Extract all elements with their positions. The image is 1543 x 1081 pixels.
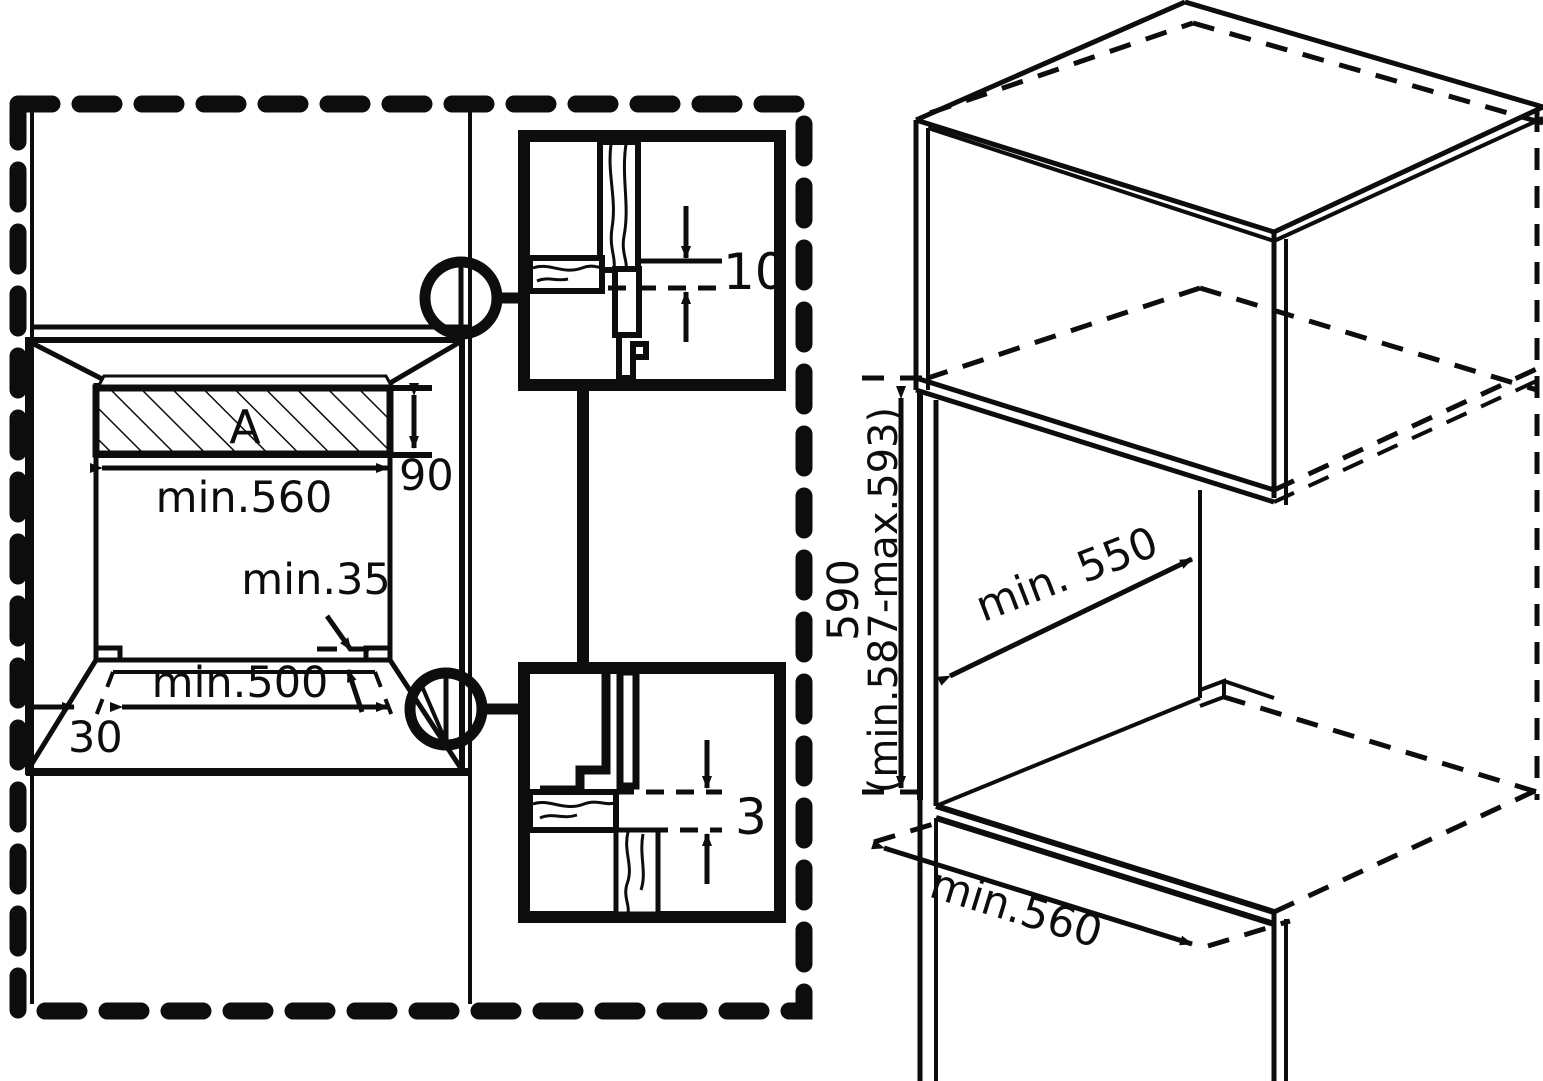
dim-90-label: 90 [399,451,454,501]
dim-min560-iso-arrow [871,819,1291,949]
dim-min35-label: min.35 [241,555,390,605]
dim-590-tolerance-label: (min.587-max.593) [861,407,907,793]
dim-min550-arrow [937,556,1194,686]
dim-590-arrow [862,375,930,795]
dim-min550-label: min. 550 [969,517,1165,632]
dim-min560-iso-label: min.560 [924,859,1108,959]
left-view-dashed-boundary [9,95,813,1020]
detail-top-dim-label: 10 [723,243,787,301]
dim-30-label: 30 [68,713,123,763]
hatched-zone-a [92,374,432,458]
callout-circle-bottom-icon [404,667,524,751]
cabinet-niche-outline [25,324,470,776]
dim-590-label: 590 [819,559,869,641]
hatched-zone-label: A [229,400,261,454]
detail-box-top [518,130,786,391]
detail-bottom-dim-label: 3 [735,788,767,846]
callout-circle-top-icon [419,256,524,340]
detail-box-bottom [518,662,786,923]
dim-min560-label: min.560 [156,473,333,523]
dim-min500-label: min.500 [152,658,329,708]
